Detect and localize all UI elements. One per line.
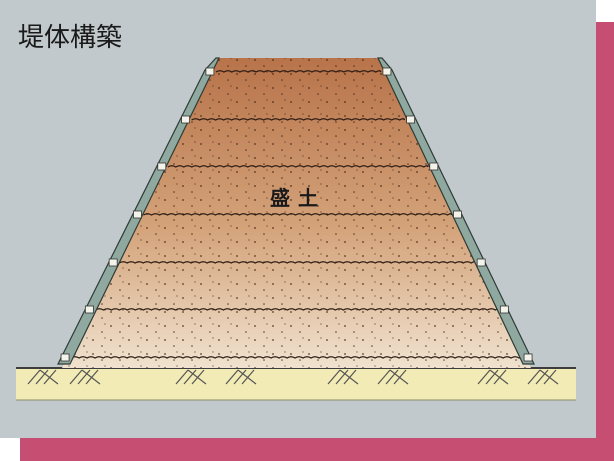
layer-line (70, 356, 523, 359)
facing-joint (453, 210, 462, 219)
facing-joint (157, 162, 167, 171)
facing-joint (523, 353, 533, 362)
facing-joint (133, 210, 142, 219)
facing-joint (476, 258, 486, 267)
facing-joint (84, 305, 94, 314)
layer-line (215, 70, 382, 73)
facing-joint (429, 162, 439, 171)
layer-line (95, 308, 500, 311)
embankment-label: 盛土 (270, 186, 326, 210)
layer-lines (70, 70, 523, 359)
facing-joint (181, 115, 191, 124)
layer-line (191, 118, 406, 121)
facing-joint (60, 353, 70, 362)
layer-line (118, 261, 476, 264)
facing-joint (499, 305, 509, 314)
facing-joint (205, 67, 215, 76)
diagram-title: 堤体構築 (18, 23, 122, 53)
facing-joint (382, 67, 392, 76)
facing-joints (60, 67, 533, 362)
ground-hatching (27, 369, 559, 385)
layer-line (167, 165, 429, 168)
embankment-body (62, 58, 531, 368)
ground (16, 368, 576, 400)
facing-joint (406, 115, 416, 124)
facing-joint (108, 258, 118, 267)
layer-line (143, 213, 453, 216)
